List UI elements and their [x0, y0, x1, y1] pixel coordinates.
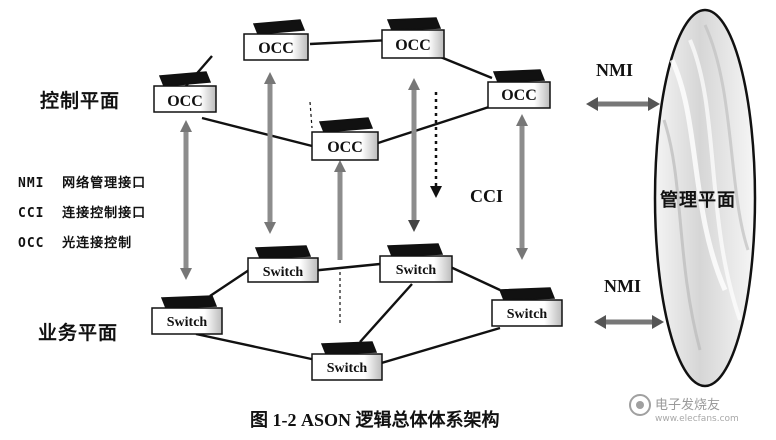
occ-node-center: OCC [327, 139, 363, 156]
legend-abbr: CCI [18, 206, 45, 221]
service-plane-label: 业务平面 [38, 322, 119, 344]
legend-item-cci: CCI 连接控制接口 [18, 202, 146, 221]
cci-arrows [180, 72, 528, 280]
service-link [359, 283, 413, 343]
nmi-arrow-bottom [594, 315, 664, 329]
watermark-logo-icon [629, 394, 651, 416]
service-link [195, 332, 317, 362]
legend-desc: 光连接控制 [62, 236, 133, 251]
figure-caption: 图 1-2 ASON 逻辑总体体系架构 [250, 410, 500, 430]
occ-node-left: OCC [167, 93, 203, 110]
service-link [443, 262, 501, 292]
switch-node-right: Switch [507, 307, 548, 322]
occ-node-top-left: OCC [258, 40, 294, 57]
legend-desc: 网络管理接口 [62, 176, 147, 191]
nmi-arrow-top [586, 97, 660, 111]
control-link [201, 116, 321, 150]
cci-label: CCI [470, 186, 504, 206]
control-plane-label: 控制平面 [40, 90, 121, 112]
nmi-label-bottom: NMI [604, 276, 641, 296]
legend-desc: 连接控制接口 [62, 206, 147, 221]
legend-abbr: NMI [18, 176, 45, 191]
watermark-brand: 电子发烧友 [655, 398, 721, 413]
control-link [377, 104, 493, 145]
dotted-arrow [430, 92, 442, 198]
legend-abbr: OCC [18, 236, 45, 251]
service-link [377, 326, 501, 366]
occ-node-right: OCC [501, 87, 537, 104]
switch-node-left: Switch [167, 315, 208, 330]
control-link [437, 54, 493, 80]
switch-node-top-left: Switch [263, 265, 304, 280]
nmi-label-top: NMI [596, 60, 633, 80]
switch-node-top-mid: Switch [396, 263, 437, 278]
management-plane-label: 管理平面 [660, 190, 736, 211]
hidden-link [309, 101, 313, 129]
legend-item-nmi: NMI 网络管理接口 [18, 172, 146, 191]
occ-shapes [153, 17, 551, 161]
service-link [209, 267, 253, 297]
legend-item-occ: OCC 光连接控制 [18, 232, 132, 251]
control-link [309, 38, 391, 46]
management-plane-oval [653, 8, 757, 388]
switch-node-bottom: Switch [327, 361, 368, 376]
watermark-site: www.elecfans.com [655, 414, 739, 424]
switch-shapes [151, 243, 563, 381]
occ-node-top-mid: OCC [395, 37, 431, 54]
